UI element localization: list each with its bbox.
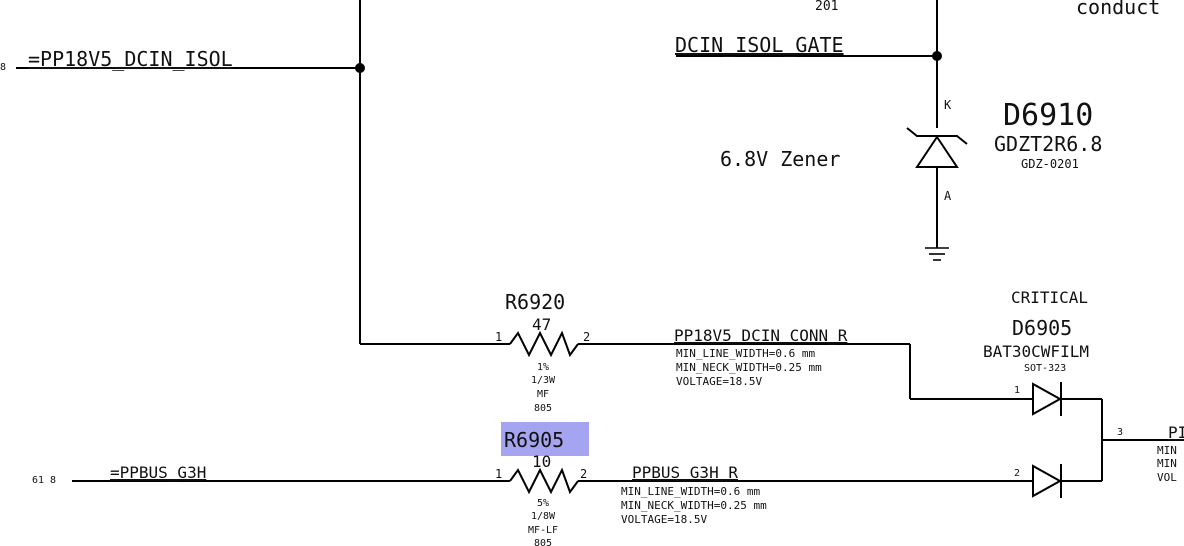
resistor-r6905-symbol	[509, 467, 579, 495]
r6920-spec-power: 1/3W	[531, 375, 556, 386]
right-constraint-partial: MIN	[1157, 444, 1177, 457]
g3h-r-min-line-width: MIN_LINE_WIDTH=0.6 mm	[621, 485, 760, 498]
d6905-pin2: 2	[1014, 468, 1020, 479]
net-dcin-isol-gate[interactable]: DCIN_ISOL_GATE	[675, 33, 844, 57]
junction-dot	[932, 51, 942, 61]
d6910-pin-a: A	[944, 189, 952, 203]
r6920-pin1: 1	[495, 330, 502, 344]
r6905-value: 10	[532, 452, 551, 471]
zener-diode-d6910-symbol	[906, 127, 968, 168]
d6910-ref[interactable]: D6910	[1003, 98, 1093, 133]
d6905-pin3: 3	[1117, 427, 1123, 438]
g3h-r-voltage: VOLTAGE=18.5V	[621, 513, 707, 526]
net-ppbus-g3h[interactable]: =PPBUS_G3H	[110, 463, 206, 482]
d6910-label: 6.8V Zener	[720, 147, 840, 171]
right-constraint-partial: MIN	[1157, 457, 1177, 470]
net-pp18v5-dcin-isol[interactable]: =PP18V5_DCIN_ISOL	[28, 47, 233, 71]
r6905-spec-power: 1/8W	[531, 511, 556, 522]
r6905-spec-tolerance: 5%	[537, 498, 549, 509]
g3h-r-min-neck-width: MIN_NECK_WIDTH=0.25 mm	[621, 499, 767, 512]
d6910-part: GDZT2R6.8	[994, 132, 1102, 156]
net-ppbus-g3h-r[interactable]: PPBUS_G3H_R	[632, 463, 738, 482]
d6905-ref[interactable]: D6905	[1012, 316, 1072, 340]
d6905-critical-tag: CRITICAL	[1011, 288, 1088, 307]
net-pp18v5-dcin-conn-r[interactable]: PP18V5_DCIN_CONN_R	[674, 326, 848, 345]
d6905-pin1: 1	[1014, 385, 1020, 396]
d6905-part: BAT30CWFILM	[983, 342, 1089, 361]
r6920-pin2: 2	[583, 330, 590, 344]
r6920-spec-size: 805	[534, 403, 552, 414]
dual-diode-d6905-symbol	[1032, 382, 1063, 498]
r6920-value: 47	[532, 315, 551, 334]
r6905-ref[interactable]: R6905	[504, 428, 564, 452]
r6920-ref[interactable]: R6920	[505, 290, 565, 314]
net-right-partial[interactable]: PI	[1168, 423, 1184, 442]
ground-symbol	[925, 247, 949, 261]
d6910-pin-k: K	[944, 98, 952, 112]
right-constraint-partial: VOL	[1157, 471, 1177, 484]
top-partial-text: conduct	[1076, 0, 1160, 19]
dcin-isol-sheet-ref: 8	[0, 62, 6, 73]
r6905-highlight	[501, 422, 589, 456]
resistor-r6920-symbol	[509, 330, 579, 358]
r6905-pin2: 2	[580, 467, 587, 481]
top-partial-number: 201	[815, 0, 838, 14]
r6905-spec-type: MF-LF	[528, 525, 558, 536]
r6905-pin1: 1	[495, 467, 502, 481]
d6905-package: SOT-323	[1024, 363, 1066, 374]
conn-r-voltage: VOLTAGE=18.5V	[676, 375, 762, 388]
ppbus-g3h-sheet-ref: 61 8	[32, 475, 56, 486]
r6905-spec-size: 805	[534, 538, 552, 546]
conn-r-min-line-width: MIN_LINE_WIDTH=0.6 mm	[676, 347, 815, 360]
conn-r-min-neck-width: MIN_NECK_WIDTH=0.25 mm	[676, 361, 822, 374]
d6910-package: GDZ-0201	[1021, 157, 1079, 171]
junction-dot	[355, 63, 365, 73]
wires	[16, 0, 1184, 482]
r6920-spec-type: MF	[537, 389, 549, 400]
r6920-spec-tolerance: 1%	[537, 362, 549, 373]
